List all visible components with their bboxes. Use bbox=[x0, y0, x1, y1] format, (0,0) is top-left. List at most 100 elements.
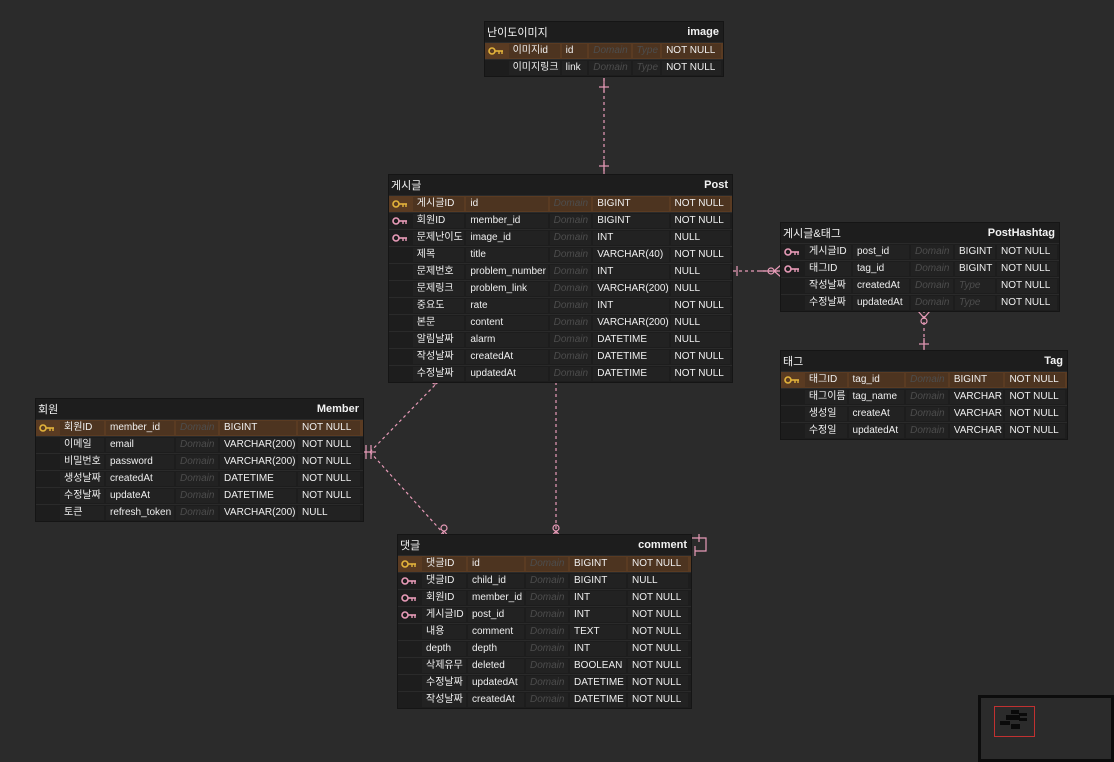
physical-name-cell[interactable]: member_id bbox=[106, 421, 174, 435]
logical-name-cell[interactable]: 생성날짜 bbox=[60, 472, 104, 486]
physical-name-cell[interactable]: member_id bbox=[468, 591, 524, 605]
type-cell[interactable]: BIGINT bbox=[570, 557, 626, 571]
domain-cell[interactable]: Domain bbox=[176, 455, 218, 469]
nullable-cell[interactable]: NOT NULL bbox=[670, 248, 731, 262]
domain-cell[interactable]: Domain bbox=[549, 316, 592, 330]
physical-name-cell[interactable]: id bbox=[468, 557, 524, 571]
physical-name-cell[interactable]: alarm bbox=[466, 333, 548, 347]
domain-cell[interactable]: Domain bbox=[911, 279, 953, 293]
logical-name-cell[interactable]: 태그이름 bbox=[804, 390, 847, 404]
type-cell[interactable]: INT bbox=[593, 299, 669, 313]
key-cell[interactable] bbox=[389, 350, 411, 364]
type-cell[interactable]: INT bbox=[593, 231, 669, 245]
domain-cell[interactable]: Domain bbox=[589, 61, 631, 75]
key-cell[interactable] bbox=[398, 676, 420, 690]
logical-name-cell[interactable]: 토큰 bbox=[60, 506, 104, 520]
type-cell[interactable]: DATETIME bbox=[570, 693, 626, 707]
logical-name-cell[interactable]: 이미지id bbox=[508, 44, 560, 58]
type-cell[interactable]: DATETIME bbox=[570, 676, 626, 690]
table-header[interactable]: 태그 Tag bbox=[781, 351, 1067, 371]
physical-name-cell[interactable]: refresh_token bbox=[106, 506, 174, 520]
physical-name-cell[interactable]: createAt bbox=[848, 407, 905, 421]
nullable-cell[interactable]: NULL bbox=[670, 231, 731, 245]
physical-name-cell[interactable]: tag_name bbox=[848, 390, 905, 404]
key-cell[interactable] bbox=[485, 44, 507, 58]
domain-cell[interactable]: Domain bbox=[911, 296, 953, 310]
type-cell[interactable]: VARCHAR(40) bbox=[593, 248, 669, 262]
logical-name-cell[interactable]: 이미지링크 bbox=[508, 61, 560, 75]
key-cell[interactable] bbox=[389, 316, 411, 330]
key-cell[interactable] bbox=[398, 659, 420, 673]
domain-cell[interactable]: Domain bbox=[526, 557, 568, 571]
nullable-cell[interactable]: NOT NULL bbox=[662, 44, 721, 58]
nullable-cell[interactable]: NOT NULL bbox=[628, 693, 688, 707]
physical-name-cell[interactable]: updatedAt bbox=[848, 424, 905, 438]
key-cell[interactable] bbox=[36, 421, 58, 435]
logical-name-cell[interactable]: 게시글ID bbox=[805, 245, 851, 259]
domain-cell[interactable]: Domain bbox=[549, 231, 592, 245]
domain-cell[interactable]: Domain bbox=[526, 625, 568, 639]
logical-name-cell[interactable]: 회원ID bbox=[412, 214, 465, 228]
domain-cell[interactable]: Domain bbox=[549, 299, 592, 313]
type-cell[interactable]: VARCHAR(200) bbox=[220, 438, 296, 452]
type-cell[interactable]: BIGINT bbox=[949, 373, 1004, 387]
key-cell[interactable] bbox=[781, 262, 803, 276]
type-cell[interactable]: DATETIME bbox=[593, 350, 669, 364]
domain-cell[interactable]: Domain bbox=[176, 421, 218, 435]
key-cell[interactable] bbox=[781, 424, 803, 438]
physical-name-cell[interactable]: password bbox=[106, 455, 174, 469]
logical-name-cell[interactable]: 작성날짜 bbox=[412, 350, 465, 364]
nullable-cell[interactable]: NULL bbox=[670, 282, 731, 296]
table-header[interactable]: 게시글 Post bbox=[389, 175, 732, 195]
type-cell[interactable]: BIGINT bbox=[570, 574, 626, 588]
physical-name-cell[interactable]: post_id bbox=[468, 608, 524, 622]
nullable-cell[interactable]: NOT NULL bbox=[670, 197, 731, 211]
logical-name-cell[interactable]: 게시글ID bbox=[422, 608, 466, 622]
physical-name-cell[interactable]: createdAt bbox=[466, 350, 548, 364]
nullable-cell[interactable]: NOT NULL bbox=[997, 296, 1057, 310]
physical-name-cell[interactable]: updateAt bbox=[106, 489, 174, 503]
domain-cell[interactable]: Domain bbox=[176, 472, 218, 486]
nullable-cell[interactable]: NOT NULL bbox=[298, 489, 360, 503]
physical-name-cell[interactable]: updatedAt bbox=[468, 676, 524, 690]
type-cell[interactable]: Type bbox=[955, 296, 995, 310]
domain-cell[interactable]: Domain bbox=[549, 265, 592, 279]
key-cell[interactable] bbox=[389, 265, 411, 279]
physical-name-cell[interactable]: depth bbox=[468, 642, 524, 656]
domain-cell[interactable]: Domain bbox=[176, 438, 218, 452]
nullable-cell[interactable]: NOT NULL bbox=[670, 214, 731, 228]
nullable-cell[interactable]: NOT NULL bbox=[1005, 390, 1065, 404]
nullable-cell[interactable]: NOT NULL bbox=[628, 591, 688, 605]
domain-cell[interactable]: Domain bbox=[589, 44, 631, 58]
physical-name-cell[interactable]: id bbox=[466, 197, 548, 211]
key-cell[interactable] bbox=[36, 438, 58, 452]
logical-name-cell[interactable]: 수정일 bbox=[804, 424, 847, 438]
key-cell[interactable] bbox=[389, 214, 411, 228]
physical-name-cell[interactable]: tag_id bbox=[848, 373, 905, 387]
logical-name-cell[interactable]: 비밀번호 bbox=[60, 455, 104, 469]
nullable-cell[interactable]: NOT NULL bbox=[670, 367, 731, 381]
nullable-cell[interactable]: NOT NULL bbox=[298, 472, 360, 486]
table-header[interactable]: 회원 Member bbox=[36, 399, 363, 419]
logical-name-cell[interactable]: 내용 bbox=[422, 625, 466, 639]
nullable-cell[interactable]: NOT NULL bbox=[298, 455, 360, 469]
logical-name-cell[interactable]: 작성날짜 bbox=[805, 279, 851, 293]
nullable-cell[interactable]: NOT NULL bbox=[628, 625, 688, 639]
physical-name-cell[interactable]: member_id bbox=[466, 214, 548, 228]
physical-name-cell[interactable]: createdAt bbox=[853, 279, 909, 293]
